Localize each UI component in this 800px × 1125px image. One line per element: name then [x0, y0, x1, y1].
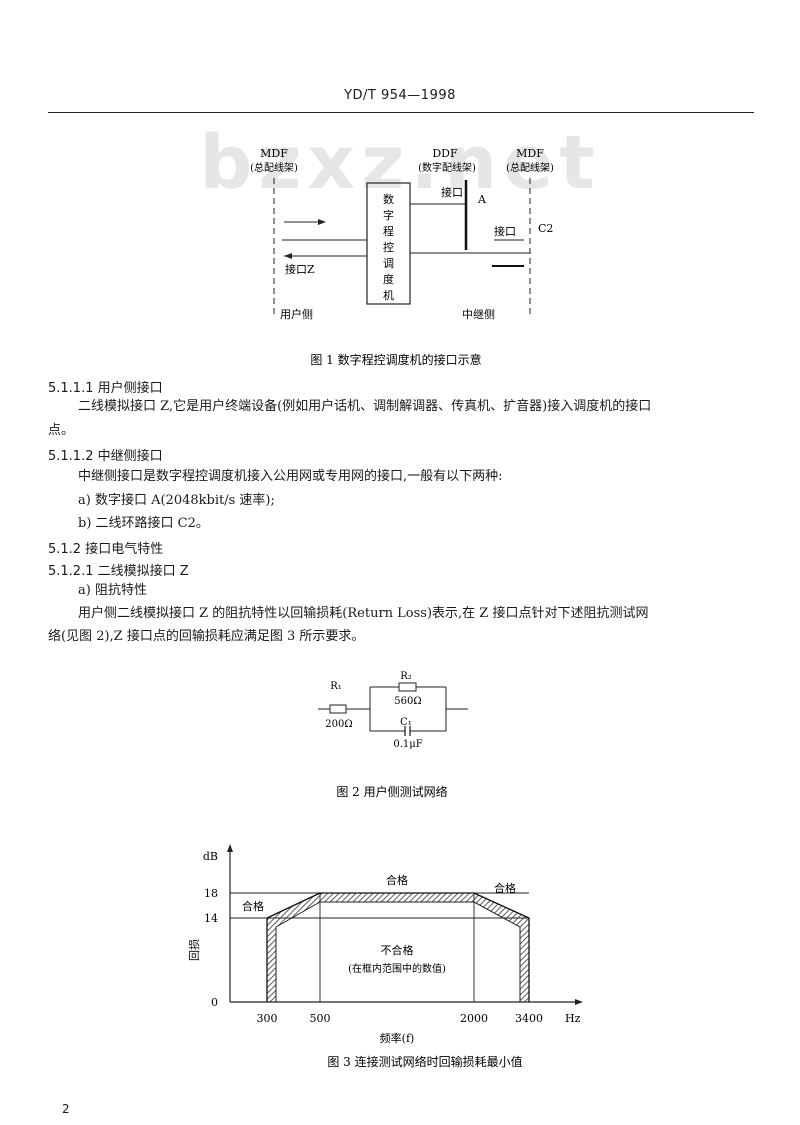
fig1-mdf-left-sub: (总配线架): [250, 161, 298, 174]
fig2-caption: 图 2 用户侧测试网络: [336, 784, 447, 799]
fig1-switch-box: [366, 182, 411, 305]
fig3-x-tick-500: 500: [310, 1012, 331, 1025]
fig1-user-side: 用户侧: [280, 307, 313, 321]
fig1-a-label: A: [477, 193, 487, 206]
fig3-pass-top: 合格: [386, 873, 408, 887]
fig1-interface-c2: 接口: [494, 225, 516, 238]
fig2-r1-value: 200Ω: [325, 719, 352, 730]
paragraph-1: 用户侧二线模拟接口 Z 的阻抗特性以回输损耗(Return Loss)表示,在 …: [78, 606, 649, 621]
fig1-trunk-side: 中继侧: [462, 308, 495, 321]
fig1-interface-a: 接口: [441, 186, 463, 199]
fig3-fail-note: (在框内范围中的数值): [348, 962, 446, 975]
fig1-box-char4: 控: [383, 240, 394, 254]
fig2-r2-value: 560Ω: [394, 696, 421, 707]
fig3-x-unit: Hz: [565, 1012, 581, 1025]
section-5121-title: 5.1.2.1 二线模拟接口 Z: [48, 564, 189, 579]
fig1-mdf-right: MDF: [516, 147, 544, 160]
item-b: b) 二线环路接口 C2。: [78, 516, 209, 531]
fig3-limit-line: [266, 892, 530, 1002]
fig1-box-char6: 度: [383, 272, 394, 286]
section-512-title: 5.1.2 接口电气特性: [48, 542, 164, 557]
figure1-diagram: MDF (总配线架) DDF (数字配线架) MDF (总配线架) 数 字 程 …: [250, 147, 554, 367]
fig3-ylabel: 回损: [187, 939, 201, 961]
fig1-c2-label: C2: [538, 222, 553, 235]
fig2-r1-resistor: [329, 704, 347, 714]
fig1-box-char2: 字: [383, 208, 394, 222]
fig1-box-char7: 机: [383, 288, 394, 302]
watermark: bzxz.net: [199, 120, 601, 206]
fig1-caption: 图 1 数字程控调度机的接口示意: [310, 352, 481, 367]
fig2-c1: C₁: [400, 717, 412, 728]
section-5111-title: 5.1.1.1 用户侧接口: [48, 381, 163, 396]
fig3-xlabel: 频率(f): [380, 1031, 415, 1045]
fig1-ddf: DDF: [432, 147, 458, 160]
fig2-r1: R₁: [330, 681, 342, 692]
section-5111-text1: 二线模拟接口 Z,它是用户终端设备(例如用户话机、调制解调器、传真机、扩音器)接…: [78, 399, 652, 414]
fig3-y-arrow: [227, 844, 233, 852]
fig3-x-arrow: [575, 999, 583, 1005]
fig3-y-tick-0: 0: [211, 996, 218, 1009]
fig2-r2-resistor: [398, 682, 417, 692]
standard-number: YD/T 954—1998: [344, 88, 456, 103]
section-5112-text: 中继侧接口是数字程控调度机接入公用网或专用网的接口,一般有以下两种:: [78, 469, 503, 484]
fig2-r2: R₂: [400, 671, 412, 682]
fig2-c1-value: 0.1μF: [393, 739, 422, 750]
fig1-mdf-left: MDF: [260, 147, 288, 160]
fig3-x-tick-2000: 2000: [460, 1012, 488, 1025]
item-a: a) 数字接口 A(2048kbit/s 速率);: [78, 493, 275, 508]
fig3-x-tick-3400: 3400: [515, 1012, 543, 1025]
fig3-pass-left: 合格: [242, 899, 264, 913]
section-5111-text2: 点。: [48, 423, 75, 438]
fig1-ddf-sub: (数字配线架): [418, 161, 476, 174]
paragraph-2: 络(见图 2),Z 接口点的回输损耗应满足图 3 所示要求。: [48, 629, 365, 644]
fig3-pass-right: 合格: [494, 881, 516, 895]
section-5112-title: 5.1.1.2 中继侧接口: [48, 449, 163, 464]
fig3-y-tick-14: 14: [204, 912, 218, 925]
fig3-y-unit: dB: [203, 850, 218, 863]
fig1-mdf-right-sub: (总配线架): [506, 161, 554, 174]
fig1-interface-z: 接口Z: [285, 263, 315, 276]
fig3-fail: 不合格: [381, 943, 414, 957]
fig3-y-tick-18: 18: [204, 887, 218, 900]
fig1-box-char5: 调: [383, 257, 394, 270]
subsection-a: a) 阻抗特性: [78, 583, 147, 598]
fig1-box-char1: 数: [383, 193, 394, 206]
fig3-caption: 图 3 连接测试网络时回输损耗最小值: [327, 1054, 522, 1069]
page-number: 2: [62, 1102, 70, 1116]
header-rule: [48, 112, 754, 113]
fig3-x-tick-300: 300: [257, 1012, 278, 1025]
fig1-box-char3: 程: [383, 225, 394, 238]
figure2-circuit: R₁ 200Ω R₂ 560Ω C₁ 0.1μF 图 2 用户侧测试网络: [318, 671, 468, 799]
fig1-arrow-out: [284, 253, 292, 259]
